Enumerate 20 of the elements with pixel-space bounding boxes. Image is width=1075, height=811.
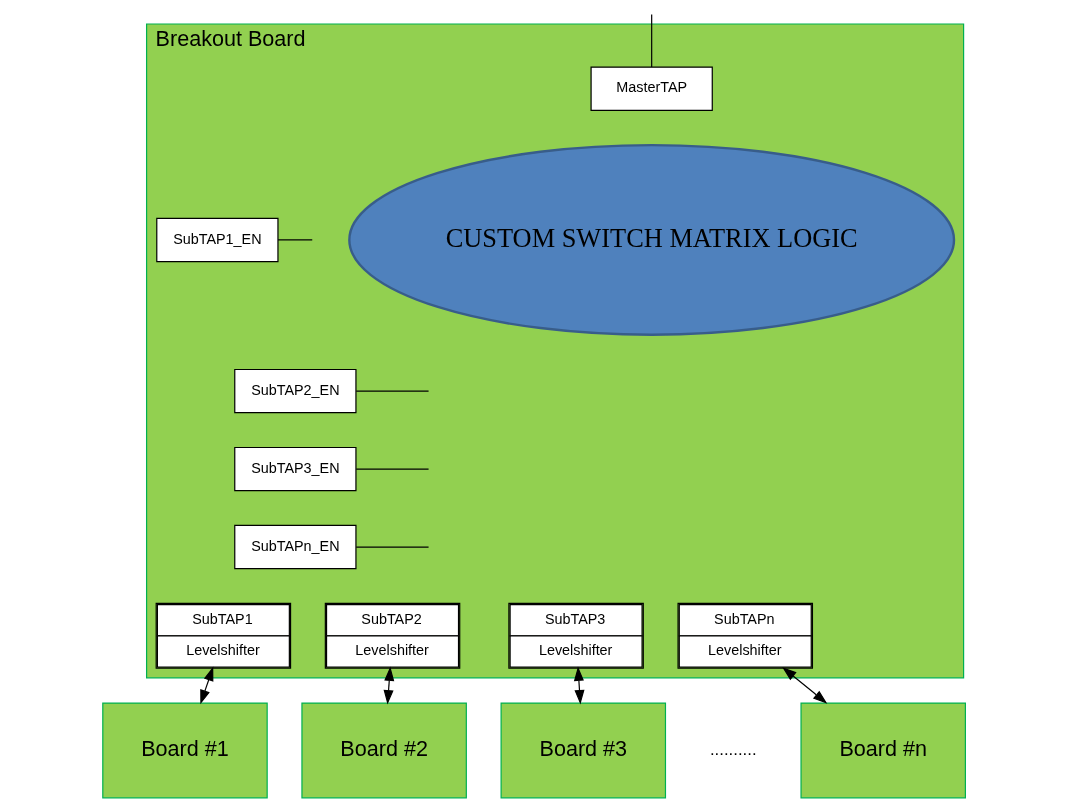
node-box: SubTAP1_EN — [155, 217, 279, 263]
connector — [355, 468, 429, 470]
label: .......... — [709, 739, 757, 759]
arrow — [781, 667, 827, 704]
connector — [650, 13, 652, 68]
node-box: MasterTAP — [590, 66, 713, 111]
connector — [355, 546, 429, 548]
node-box: Board #3 — [500, 702, 666, 799]
connector — [277, 239, 313, 241]
node-box: SubTAP2_EN — [233, 368, 357, 414]
node-box: SubTAPn_EN — [233, 524, 357, 570]
node-box: Board #2 — [300, 702, 467, 799]
node-ellipse: CUSTOM SWITCH MATRIX LOGIC — [347, 143, 955, 336]
arrow — [573, 666, 585, 705]
node-box: Board #n — [799, 702, 966, 799]
node-box: Board #1 — [101, 702, 268, 799]
arrow — [383, 666, 394, 705]
arrow — [199, 666, 213, 705]
connector — [355, 390, 429, 392]
node-box: SubTAP3_EN — [233, 446, 357, 492]
